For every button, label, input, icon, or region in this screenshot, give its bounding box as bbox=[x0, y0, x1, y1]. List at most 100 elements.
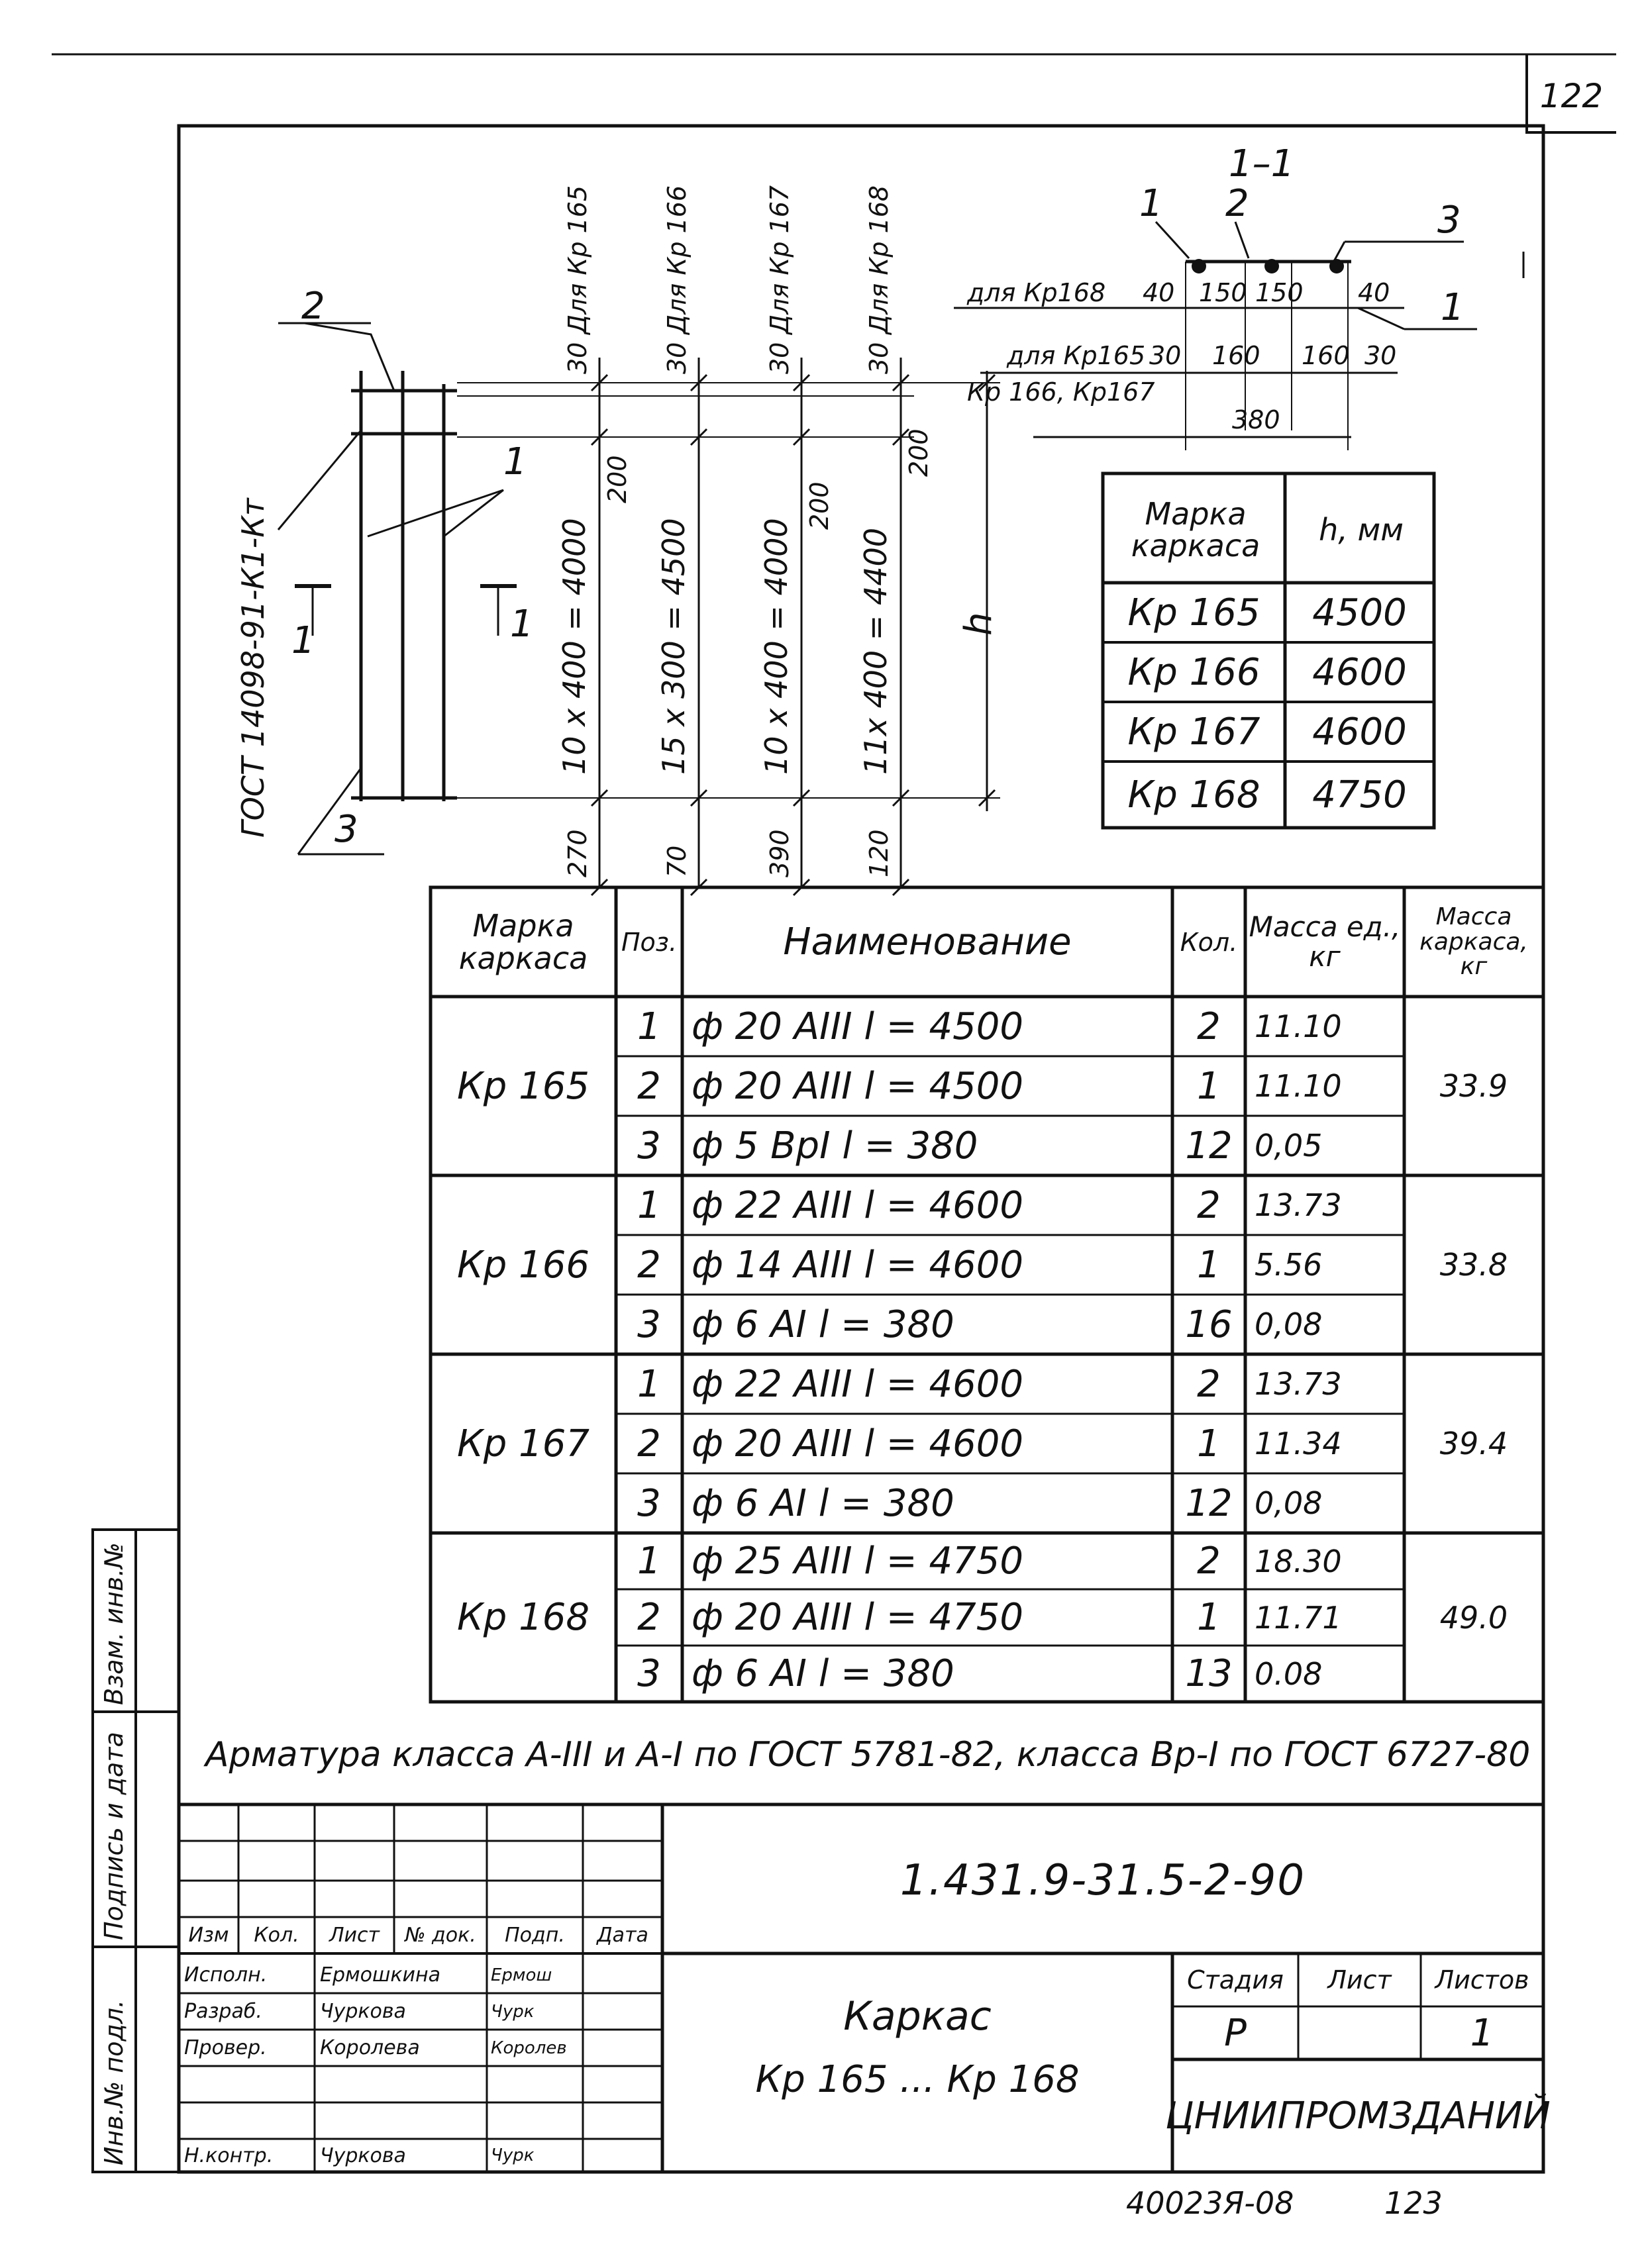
dim-col3-bottom: 390 bbox=[765, 829, 794, 877]
spec-row-qty: 2 bbox=[1197, 1362, 1221, 1406]
stamp-role bbox=[179, 2066, 320, 2102]
spec-header-qty: Кол. bbox=[1180, 927, 1238, 957]
spec-row-name: ф 20 АIII l = 4500 bbox=[692, 1005, 1023, 1048]
section-mark-right-label: 1 bbox=[510, 603, 534, 646]
dim-col4-bottom: 120 bbox=[864, 829, 894, 877]
side-label-inv-no: Инв.№ подл. bbox=[99, 1999, 128, 2165]
footer-page-number: 123 bbox=[1384, 2185, 1443, 2221]
title-line1: Каркас bbox=[843, 1993, 992, 2040]
spec-header-mark: Марка каркаса bbox=[458, 908, 588, 976]
spec-row-pos: 2 bbox=[637, 1422, 661, 1465]
h-table-h-3: 4600 bbox=[1312, 710, 1407, 754]
stamp-header-doc: № док. bbox=[405, 1924, 476, 1947]
section-total: 380 bbox=[1232, 405, 1280, 434]
dim-col3-mid: 200 bbox=[805, 481, 834, 530]
spec-row-pos: 1 bbox=[637, 1183, 661, 1227]
section-row1-v1: 40 bbox=[1143, 278, 1175, 307]
stamp-name: Чуркова bbox=[320, 2000, 406, 2023]
sheet-header: Лист bbox=[1327, 1965, 1392, 1995]
leader-label-1: 1 bbox=[503, 440, 527, 483]
side-label-replaced-inv: Взам. инв.№ bbox=[99, 1542, 128, 1705]
stamp-role: Исполн. bbox=[184, 1963, 268, 1987]
spec-row-mass: 11.71 bbox=[1255, 1599, 1342, 1636]
spec-row-pos: 3 bbox=[637, 1652, 661, 1695]
side-label-signature-date: Подпись и дата bbox=[99, 1732, 128, 1940]
spec-row-pos: 3 bbox=[637, 1303, 661, 1346]
section-row2-v2: 160 bbox=[1212, 341, 1260, 370]
spec-row-pos: 3 bbox=[637, 1481, 661, 1525]
stamp-signature: Королев bbox=[491, 2038, 567, 2058]
dim-col1-bottom: 270 bbox=[563, 829, 592, 877]
spec-row-name: ф 6 АI l = 380 bbox=[692, 1303, 954, 1346]
spec-row-pos: 2 bbox=[637, 1596, 661, 1639]
stamp-name: Королева bbox=[320, 2036, 420, 2059]
spec-row-name: ф 20 АIII l = 4500 bbox=[692, 1064, 1023, 1108]
sheet-value bbox=[1298, 2006, 1421, 2059]
spec-header-unit-mass: Масса ед., кг bbox=[1249, 911, 1401, 973]
organization: ЦНИИПРОМЗДАНИЙ bbox=[1165, 2094, 1551, 2138]
stamp-header-date: Дата bbox=[597, 1924, 648, 1947]
h-table-mark-2: Кр 166 bbox=[1127, 650, 1260, 694]
stage-header: Стадия bbox=[1187, 1965, 1284, 1995]
spec-row-name: ф 22 АIII l = 4600 bbox=[692, 1362, 1023, 1406]
spec-group-total: 33.8 bbox=[1439, 1247, 1508, 1283]
spec-row-name: ф 20 АIII l = 4750 bbox=[692, 1596, 1023, 1639]
stamp-role: Разраб. bbox=[184, 2000, 262, 2023]
spec-row-mass: 18.30 bbox=[1255, 1543, 1342, 1579]
spec-row-mass: 0.08 bbox=[1255, 1655, 1323, 1692]
dim-col1-top: 30 Для Кр 165 bbox=[563, 185, 592, 374]
archive-code: 40023Я-08 bbox=[1126, 2185, 1294, 2221]
h-table-mark-4: Кр 168 bbox=[1127, 773, 1260, 816]
spec-row-pos: 1 bbox=[637, 1362, 661, 1406]
stamp-signature bbox=[487, 2066, 587, 2102]
h-table-mark-3: Кр 167 bbox=[1127, 710, 1260, 754]
section-mark-left-label: 1 bbox=[291, 619, 315, 662]
h-table-h-1: 4500 bbox=[1312, 591, 1407, 634]
dim-col4-span: 11x 400 = 4400 bbox=[858, 527, 894, 775]
sheets-value: 1 bbox=[1470, 2011, 1494, 2055]
spec-row-name: ф 25 АIII l = 4750 bbox=[692, 1540, 1023, 1583]
dim-col3-top: 30 Для Кр 167 bbox=[765, 185, 794, 374]
spec-row-qty: 1 bbox=[1197, 1064, 1221, 1108]
spec-header-name: Наименование bbox=[783, 920, 1072, 963]
stamp-role: Провер. bbox=[184, 2036, 267, 2059]
h-table-h-2: 4600 bbox=[1312, 650, 1407, 694]
dim-col4-top: 30 Для Кр 168 bbox=[864, 185, 894, 374]
stamp-header-sheet: Лист bbox=[329, 1924, 380, 1947]
spec-row-name: ф 5 ВрI l = 380 bbox=[692, 1124, 978, 1167]
spec-row-mass: 11.10 bbox=[1255, 1009, 1342, 1044]
stamp-header-rev: Изм bbox=[188, 1924, 229, 1947]
spec-header-pos: Поз. bbox=[621, 927, 678, 957]
spec-group-total: 49.0 bbox=[1439, 1599, 1508, 1636]
dim-col1-span: 10 x 400 = 4000 bbox=[556, 518, 592, 775]
spec-row-qty: 12 bbox=[1185, 1124, 1233, 1167]
spec-row-qty: 12 bbox=[1185, 1481, 1233, 1525]
leader-label-3: 3 bbox=[334, 808, 358, 851]
spec-row-qty: 13 bbox=[1185, 1652, 1233, 1695]
stamp-signature: Чурк bbox=[491, 2001, 535, 2022]
stage-value: Р bbox=[1224, 2011, 1247, 2055]
h-table-mark-1: Кр 165 bbox=[1127, 591, 1260, 634]
spec-row-pos: 1 bbox=[637, 1005, 661, 1048]
dim-h-label: h bbox=[957, 612, 1000, 636]
drawing-code: 1.431.9-31.5-2-90 bbox=[899, 1856, 1306, 1905]
dim-col4-mid: 200 bbox=[904, 428, 933, 477]
spec-row-mass: 13.73 bbox=[1255, 1366, 1342, 1402]
spec-row-name: ф 6 АI l = 380 bbox=[692, 1481, 954, 1525]
spec-group-mark: Кр 165 bbox=[457, 1064, 590, 1108]
page-number: 122 bbox=[1539, 77, 1604, 115]
section-row3-label: Кр 166, Кр167 bbox=[967, 377, 1155, 407]
spec-row-name: ф 6 АI l = 380 bbox=[692, 1652, 954, 1695]
spec-row-name: ф 14 АIII l = 4600 bbox=[692, 1243, 1023, 1287]
dim-col2-top: 30 Для Кр 166 bbox=[662, 185, 692, 374]
spec-row-mass: 5.56 bbox=[1255, 1247, 1323, 1283]
gost-label: ГОСТ 14098-91-К1-Кт bbox=[235, 498, 271, 838]
section-row2-v1: 30 bbox=[1149, 341, 1182, 370]
stamp-signature: Ермош bbox=[491, 1965, 552, 1985]
spec-row-name: ф 20 АIII l = 4600 bbox=[692, 1422, 1023, 1465]
spec-row-pos: 2 bbox=[637, 1064, 661, 1108]
spec-row-mass: 0,08 bbox=[1255, 1307, 1323, 1342]
section-row1-v2: 150 bbox=[1199, 278, 1247, 307]
spec-group-mark: Кр 167 bbox=[457, 1422, 590, 1465]
